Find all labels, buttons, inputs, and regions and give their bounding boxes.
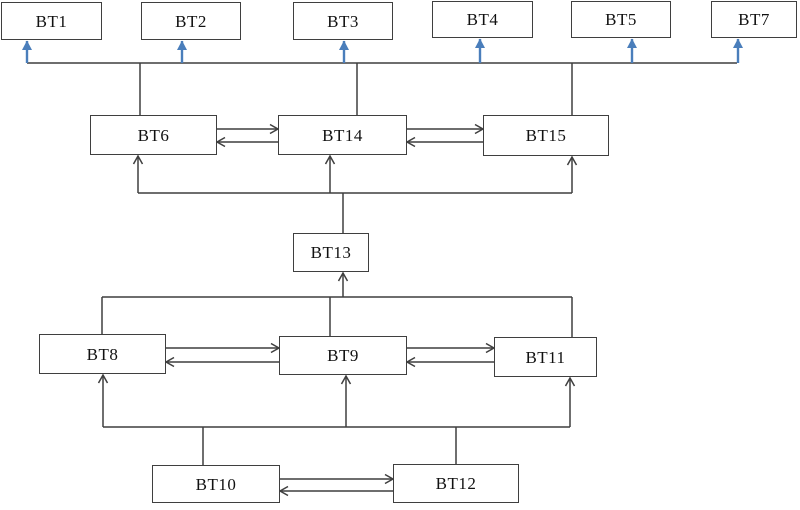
node-label-bt1: BT1 xyxy=(35,11,68,31)
node-label-bt7: BT7 xyxy=(738,10,770,29)
node-bt15: BT15 xyxy=(483,115,609,156)
node-bt13: BT13 xyxy=(293,233,369,272)
node-label-bt14: BT14 xyxy=(322,125,363,145)
node-label-bt5: BT5 xyxy=(605,10,637,29)
node-bt10: BT10 xyxy=(152,465,280,503)
node-bt9: BT9 xyxy=(279,336,407,375)
node-label-bt15: BT15 xyxy=(525,126,567,145)
node-label-bt11: BT11 xyxy=(525,347,566,367)
node-bt5: BT5 xyxy=(571,1,671,38)
node-bt7: BT7 xyxy=(711,1,797,38)
node-label-bt2: BT2 xyxy=(175,11,207,31)
node-label-bt4: BT4 xyxy=(466,10,499,29)
node-label-bt12: BT12 xyxy=(435,474,477,493)
node-label-bt3: BT3 xyxy=(327,11,359,31)
node-label-bt8: BT8 xyxy=(86,344,119,364)
node-bt11: BT11 xyxy=(494,337,597,377)
node-bt4: BT4 xyxy=(432,1,533,38)
node-bt12: BT12 xyxy=(393,464,519,503)
node-bt8: BT8 xyxy=(39,334,166,374)
node-bt6: BT6 xyxy=(90,115,217,155)
node-label-bt9: BT9 xyxy=(327,346,359,365)
node-bt1: BT1 xyxy=(1,2,102,40)
node-bt2: BT2 xyxy=(141,2,241,40)
node-label-bt6: BT6 xyxy=(137,125,170,145)
node-label-bt10: BT10 xyxy=(195,474,237,494)
node-bt3: BT3 xyxy=(293,2,393,40)
node-label-bt13: BT13 xyxy=(310,243,352,262)
node-bt14: BT14 xyxy=(278,115,407,155)
